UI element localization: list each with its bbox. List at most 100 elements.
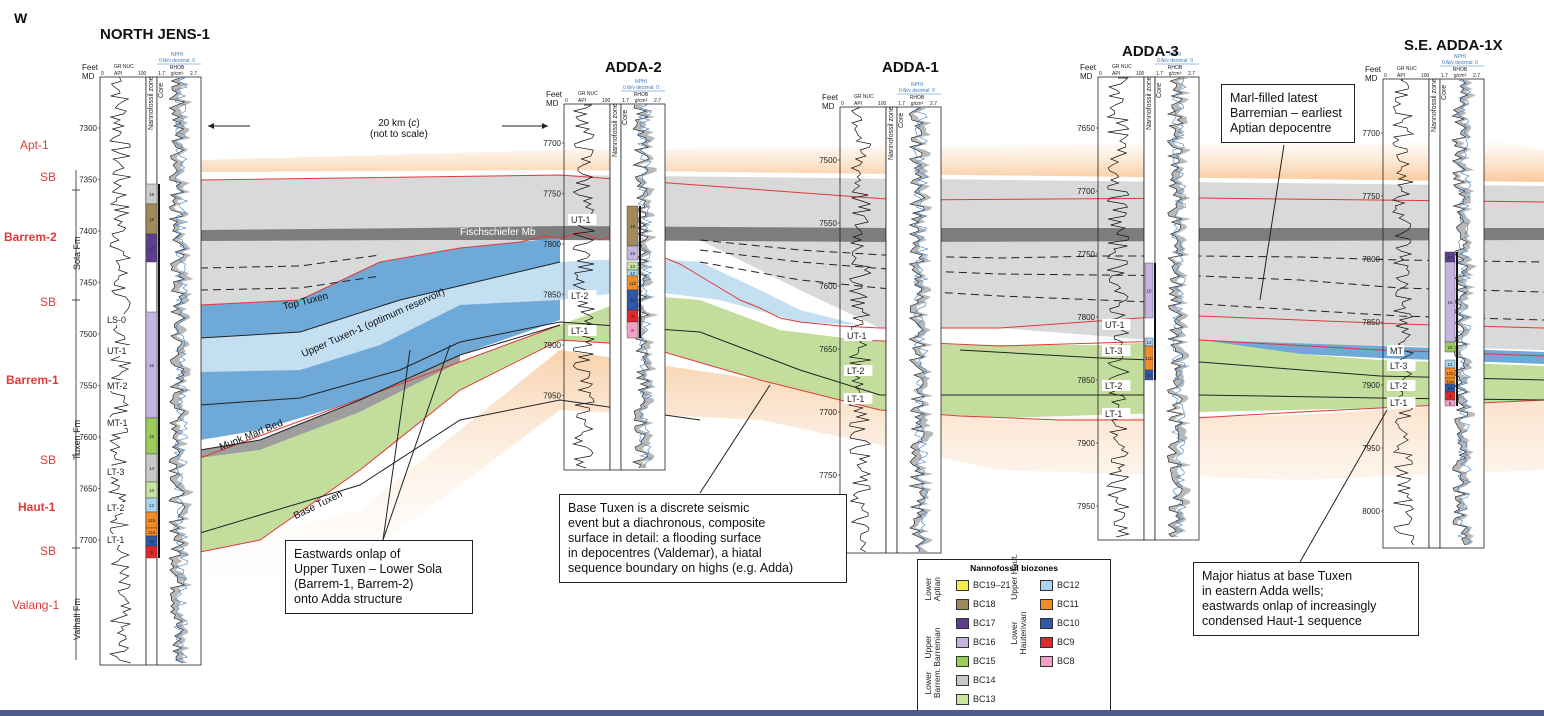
unit-label-LT-1: LT-1 <box>1390 398 1407 408</box>
leader-base-tuxen <box>699 384 771 494</box>
rhob-min: 1.7 <box>158 71 165 77</box>
gr-header: GR NUC <box>114 64 134 70</box>
depth-label-7450: 7450 <box>79 279 97 288</box>
well-title-adda3: ADDA-3 <box>1122 43 1179 60</box>
nphi-header: NPHI <box>1169 52 1181 58</box>
rhob-unit: g/cm³ <box>171 71 184 77</box>
nanno-zone-label: Nannofossil zone <box>612 103 619 157</box>
feet-label: Feet <box>822 93 839 102</box>
md-label: MD <box>546 99 559 108</box>
label-barrem1: Barrem-1 <box>6 373 59 387</box>
rhob-header: RHOB <box>170 65 185 71</box>
gr-max: 100 <box>878 101 887 107</box>
rhob-unit: g/cm³ <box>1454 73 1467 79</box>
feet-label: Feet <box>82 63 99 72</box>
rhob-unit: g/cm³ <box>1169 71 1182 77</box>
biozone-label-12: 12 <box>1447 362 1453 367</box>
md-label: MD <box>822 102 835 111</box>
core-bar <box>639 206 641 338</box>
depth-label-7400: 7400 <box>79 227 97 236</box>
unit-bg <box>104 417 133 428</box>
unit-label-LT-1: LT-1 <box>571 326 588 336</box>
md-label: MD <box>82 72 95 81</box>
nphi-min: 0.6 <box>159 58 166 64</box>
unit-bg <box>1102 380 1131 391</box>
dashed-3 <box>699 239 1544 263</box>
nphi-unit: v/v decimal <box>904 88 929 94</box>
biozone-10 <box>1144 369 1154 381</box>
fischschiefer-band <box>200 226 1544 242</box>
depth-label-7650: 7650 <box>79 485 97 494</box>
unit-bg <box>568 325 597 336</box>
legend-group-2: Lower Barrem. <box>923 667 942 699</box>
core-bar <box>158 184 160 558</box>
gr-max: 100 <box>602 98 611 104</box>
rhob-max: 2.7 <box>190 71 197 77</box>
nphi-header: NPHI <box>1454 54 1466 60</box>
core-label: Core <box>1441 85 1448 100</box>
legend-label-BC12: BC12 <box>1057 580 1080 590</box>
depth-label-7800: 7800 <box>543 240 561 249</box>
unit-label-LT-1: LT-1 <box>847 394 864 404</box>
rhob-min: 1.7 <box>898 101 905 107</box>
depth-label-7800: 7800 <box>1077 313 1095 322</box>
depth-label-7850: 7850 <box>1077 376 1095 385</box>
unit-label-LT-1: LT-1 <box>1105 409 1122 419</box>
gr-min: 0 <box>1099 71 1102 77</box>
nanno-zone-label: Nannofossil zone <box>148 76 155 130</box>
depth-label-7650: 7650 <box>1077 124 1095 133</box>
legend-group-0: Lower Aptian <box>923 576 942 602</box>
depth-label-7900: 7900 <box>543 341 561 350</box>
unit-bg <box>1387 397 1416 408</box>
compass-west: W <box>14 10 28 26</box>
label-barrem2: Barrem-2 <box>4 230 57 244</box>
gr-header: GR NUC <box>1397 66 1417 72</box>
rhob-header: RHOB <box>910 95 925 101</box>
biozone-label-16: 16 <box>1146 289 1152 294</box>
orange-upper-fringe <box>200 140 1544 182</box>
depth-label-7300: 7300 <box>79 124 97 133</box>
biozone-label-12: 12 <box>149 503 155 508</box>
gr-unit: API <box>114 71 122 77</box>
nphi-min: 0.6 <box>623 85 630 91</box>
unit-label-MT-1: MT-1 <box>107 418 128 428</box>
well-title-adda1: ADDA-1 <box>882 59 939 76</box>
nanno-zone-label: Nannofossil zone <box>888 106 895 160</box>
depth-label-7750: 7750 <box>1362 192 1380 201</box>
biozone-label-9: 9 <box>631 314 634 319</box>
unit-label-MT: MT <box>1390 346 1403 356</box>
unit-label-LT-3: LT-3 <box>1390 361 1407 371</box>
rhob-min: 1.7 <box>1441 73 1448 79</box>
biozone-label-10: 10 <box>149 539 155 544</box>
well-title-adda2: ADDA-2 <box>605 59 662 76</box>
crossover-fill <box>169 78 195 663</box>
nanno-track <box>885 106 898 554</box>
biozone-label-17: 17 <box>1447 255 1453 260</box>
unit-bg <box>104 502 133 513</box>
nanno-zone-label: Nannofossil zone <box>1431 78 1438 132</box>
footer-bar <box>0 710 1544 716</box>
legend-swatch-BC13 <box>956 694 969 705</box>
nphi-curve <box>173 77 189 664</box>
biozone-label-18: 18 <box>630 224 636 229</box>
unit-bg <box>844 365 873 376</box>
biozone-label-10: 10 <box>1146 373 1152 378</box>
unit-label-LS-0: LS-0 <box>107 315 126 325</box>
label-sb2: SB <box>40 295 57 309</box>
unit-bg <box>104 380 133 391</box>
gr-min: 0 <box>1384 73 1387 79</box>
label-fischschiefer: Fischschiefer Mb <box>460 227 536 238</box>
core-label: Core <box>622 110 629 125</box>
nanno-zone-label: Nannofossil zone <box>1146 76 1153 130</box>
line-munk <box>199 324 561 451</box>
formation-label-2: Valhall Fm <box>72 598 82 640</box>
biozone-label-13: 13 <box>630 264 636 269</box>
rhob-curve <box>1451 79 1469 546</box>
depth-label-7750: 7750 <box>543 190 561 199</box>
unit-label-LT-3: LT-3 <box>107 467 124 477</box>
biozone-label-15: 15 <box>1447 345 1453 350</box>
